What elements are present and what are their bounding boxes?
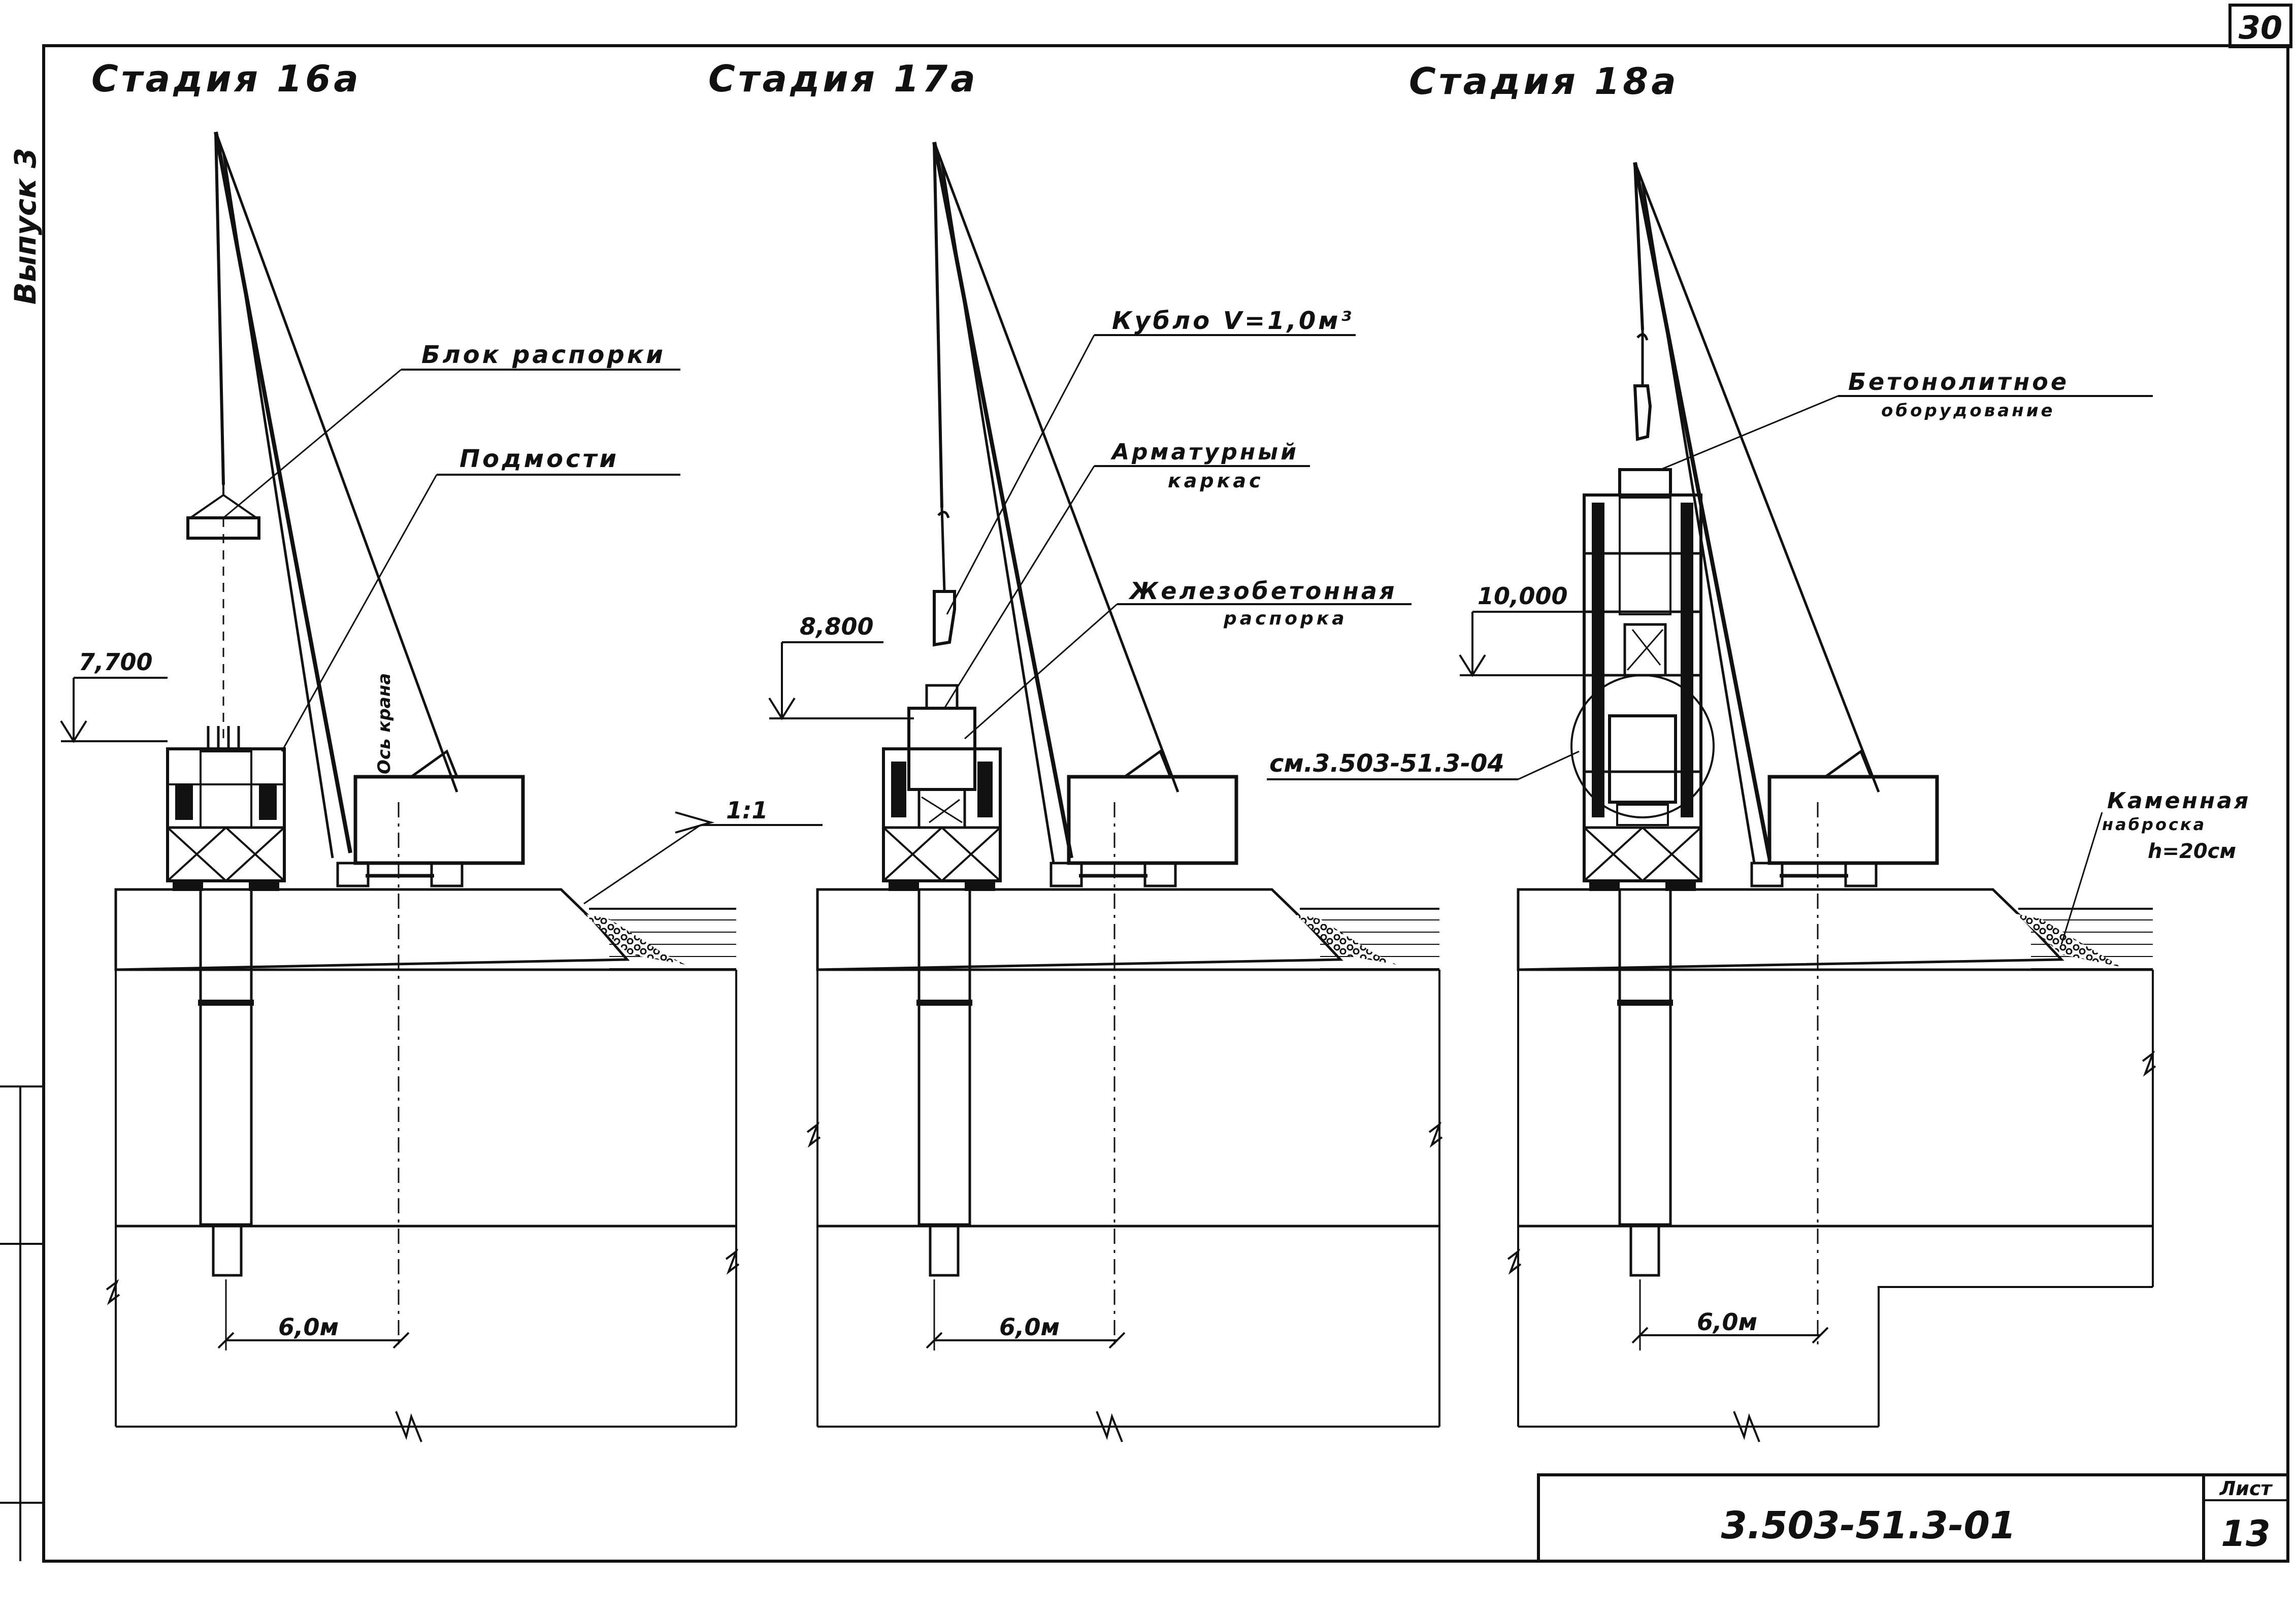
soil-embankment — [114, 888, 630, 971]
elevation-value: 8,800 — [800, 613, 874, 640]
sheet-label: Лист — [2219, 1477, 2273, 1500]
sheet-number: 13 — [2221, 1513, 2270, 1555]
document-code: 3.503-51.3-01 — [1721, 1504, 2016, 1547]
stage-16a: 7,700 6,0м Блок распорки Подмости Ось кр… — [60, 131, 823, 1442]
reference-note: см.3.503-51.3-04 — [1269, 749, 1504, 778]
span-value: 6,0м — [999, 1313, 1060, 1341]
callout-bucket: Кубло V=1,0м³ — [1112, 307, 1354, 335]
callout-stone-line2: наброска — [2102, 815, 2206, 834]
crane — [214, 131, 525, 887]
callout-stone-line3: h=20см — [2148, 840, 2236, 863]
callout-strut-line1: Железобетонная — [1128, 577, 1397, 605]
stage-18a: 10,000 6,0м Бетонолитное оборудование см… — [1267, 162, 2250, 1442]
callout-stone-line1: Каменная — [2107, 788, 2250, 814]
span-dimension — [926, 1279, 1126, 1350]
callout-block: Блок распорки — [421, 341, 666, 369]
title-block — [1537, 1473, 2289, 1563]
scaffold-tower — [1570, 468, 1715, 891]
scaffold — [166, 726, 286, 891]
callout-strut-line2: распорка — [1223, 608, 1348, 629]
elevation-marker — [1459, 611, 1625, 677]
crane-axis-label: Ось крана — [374, 673, 395, 774]
slope-label: 1:1 — [726, 797, 768, 824]
crane — [1633, 162, 1939, 887]
stone-riprap — [584, 914, 685, 965]
callout-equipment-line2: оборудование — [1881, 401, 2055, 421]
span-value: 6,0м — [1697, 1308, 1757, 1336]
corner-sheet-number: 30 — [2239, 9, 2282, 46]
stage-16a-title: Стадия 16а — [91, 57, 362, 100]
elevation-marker — [768, 641, 914, 720]
span-value: 6,0м — [278, 1313, 339, 1341]
issue-side-label: Выпуск 3 — [8, 148, 43, 305]
callout-scaffold: Подмости — [460, 445, 619, 473]
callout-cage-line2: каркас — [1168, 470, 1264, 492]
elevation-value: 7,700 — [79, 648, 153, 676]
span-dimension — [217, 1279, 410, 1350]
elevation-value: 10,000 — [1478, 582, 1568, 610]
crane — [932, 142, 1238, 887]
pile-column — [199, 888, 253, 1226]
callout-cage-line1: Арматурный — [1110, 439, 1299, 465]
span-dimension — [1631, 1279, 1829, 1350]
concrete-equipment-hopper — [1633, 330, 1652, 441]
reinforcement-cage — [907, 684, 976, 829]
strut-block — [186, 485, 260, 540]
elevation-marker — [60, 677, 168, 743]
stage-18a-title: Стадия 18а — [1409, 60, 1679, 103]
sheet-frame — [0, 4, 2292, 1563]
callout-equipment-line1: Бетонолитное — [1848, 368, 2069, 395]
concrete-bucket — [933, 507, 956, 647]
stage-17a-title: Стадия 17а — [708, 57, 978, 100]
scaffold — [882, 747, 1002, 891]
stage-17a: 8,800 6,0м Кубло V=1,0м³ Арматурный карк… — [768, 142, 1443, 1442]
